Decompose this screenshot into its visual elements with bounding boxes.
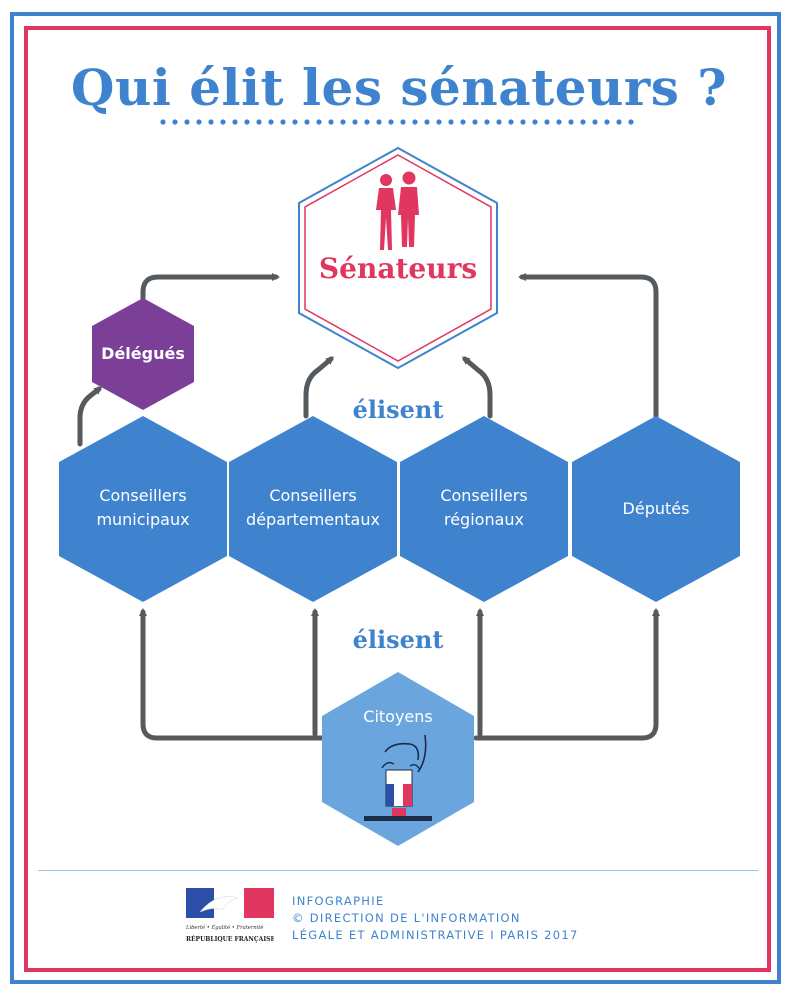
arrow-deputes-to-senateurs [518,273,659,419]
logo-republic-name: RÉPUBLIQUE FRANÇAISE [186,935,274,943]
regionaux-label-line2: régionaux [444,510,524,529]
connector-arrows [77,273,660,741]
footer-credits: INFOGRAPHIE © DIRECTION DE L'INFORMATION… [292,893,579,944]
regionaux-label-line1: Conseillers [440,486,527,505]
senators-figures-icon [376,171,419,250]
ballot-vote-icon [364,734,432,821]
citoyens-node: Citoyens [322,672,474,846]
conseillers-departementaux-node: Conseillers départementaux [229,416,397,602]
municipaux-label-line2: municipaux [96,510,189,529]
arrow-citoyens-to-deputes [473,608,660,741]
arrow-citoyens-to-municipaux [139,608,325,741]
deputes-node: Députés [572,416,740,602]
footer-divider [38,870,758,871]
footer-line-1: INFOGRAPHIE [292,894,385,908]
footer-line-2: © DIRECTION DE L'INFORMATION [292,911,521,925]
departementaux-label-line1: Conseillers [269,486,356,505]
outer-blue-frame [10,12,781,984]
senateurs-node: Sénateurs [298,146,498,370]
footer-line-3: LÉGALE ET ADMINISTRATIVE I PARIS 2017 [292,928,579,942]
republique-francaise-logo: Liberté • Égalité • Fraternité RÉPUBLIQU… [186,888,274,943]
citoyens-label: Citoyens [363,707,432,726]
conseillers-municipaux-node: Conseillers municipaux [59,416,227,602]
deputes-label: Députés [623,499,690,518]
arrow-delegues-to-senateurs [140,273,280,301]
conseillers-regionaux-node: Conseillers régionaux [400,416,568,602]
arrow-municipaux-to-delegues [77,386,103,447]
senateurs-label: Sénateurs [319,252,477,285]
elisent-upper-label: élisent [353,395,444,424]
title-dotted-underline [160,119,634,125]
departementaux-label-line2: départementaux [246,510,380,529]
delegues-label: Délégués [101,344,185,363]
elisent-lower-label: élisent [353,625,444,654]
arrow-regionaux-to-senateurs [461,356,493,419]
delegues-node: Délégués [92,298,194,410]
logo-motto: Liberté • Égalité • Fraternité [186,923,263,931]
page-title: Qui élit les sénateurs ? [70,58,728,117]
inner-red-frame [24,26,771,972]
municipaux-label-line1: Conseillers [99,486,186,505]
arrow-departementaux-to-senateurs [303,356,335,419]
